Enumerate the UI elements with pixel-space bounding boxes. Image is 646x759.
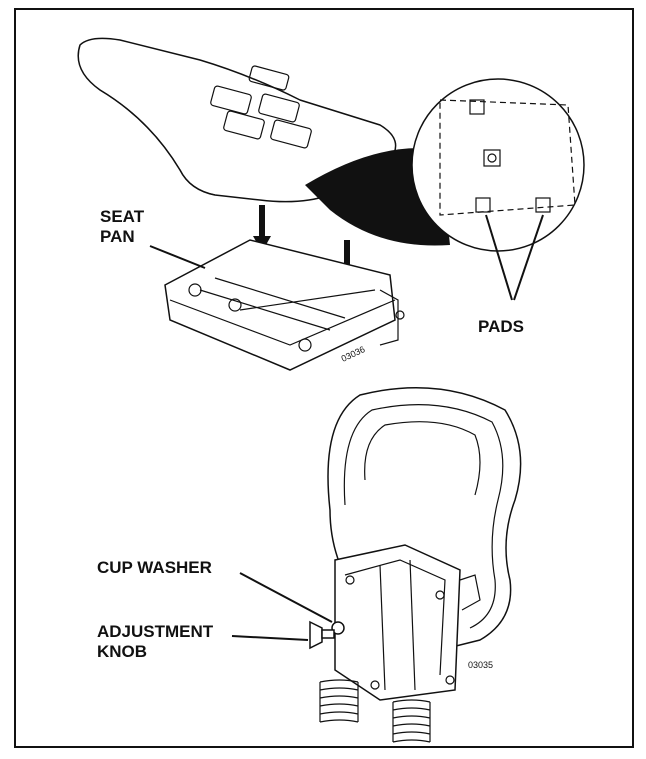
- seat-pan: [164, 239, 405, 371]
- cup-washer: [331, 621, 345, 635]
- seat-cushion: [77, 37, 397, 203]
- pad-left: [475, 197, 491, 213]
- pad-right: [535, 197, 551, 213]
- pads-leader-left: [485, 214, 513, 301]
- cup-washer-leader: [239, 572, 333, 623]
- figure-ref-top: 03036: [340, 344, 367, 364]
- adjustment-knob-label-line1: ADJUSTMENT: [97, 622, 214, 641]
- adjustment-knob-label-line2: KNOB: [97, 642, 147, 661]
- adjustment-knob: [309, 620, 335, 650]
- pads-label: PADS: [478, 317, 524, 336]
- cup-washer-label: CUP WASHER: [97, 558, 212, 577]
- spring-left: [319, 679, 359, 723]
- seat-pan-label-line1: SEAT: [100, 207, 145, 226]
- adjustment-knob-leader: [231, 635, 309, 641]
- seat-pan-leader: [149, 245, 206, 269]
- spring-right: [392, 699, 431, 743]
- pads-detail-circle: [411, 78, 585, 252]
- figure-ref-bottom: 03035: [468, 660, 493, 670]
- seat-back-bracket: [334, 544, 481, 701]
- pads-leader-right: [513, 214, 544, 301]
- seat-pan-label-line2: PAN: [100, 227, 135, 246]
